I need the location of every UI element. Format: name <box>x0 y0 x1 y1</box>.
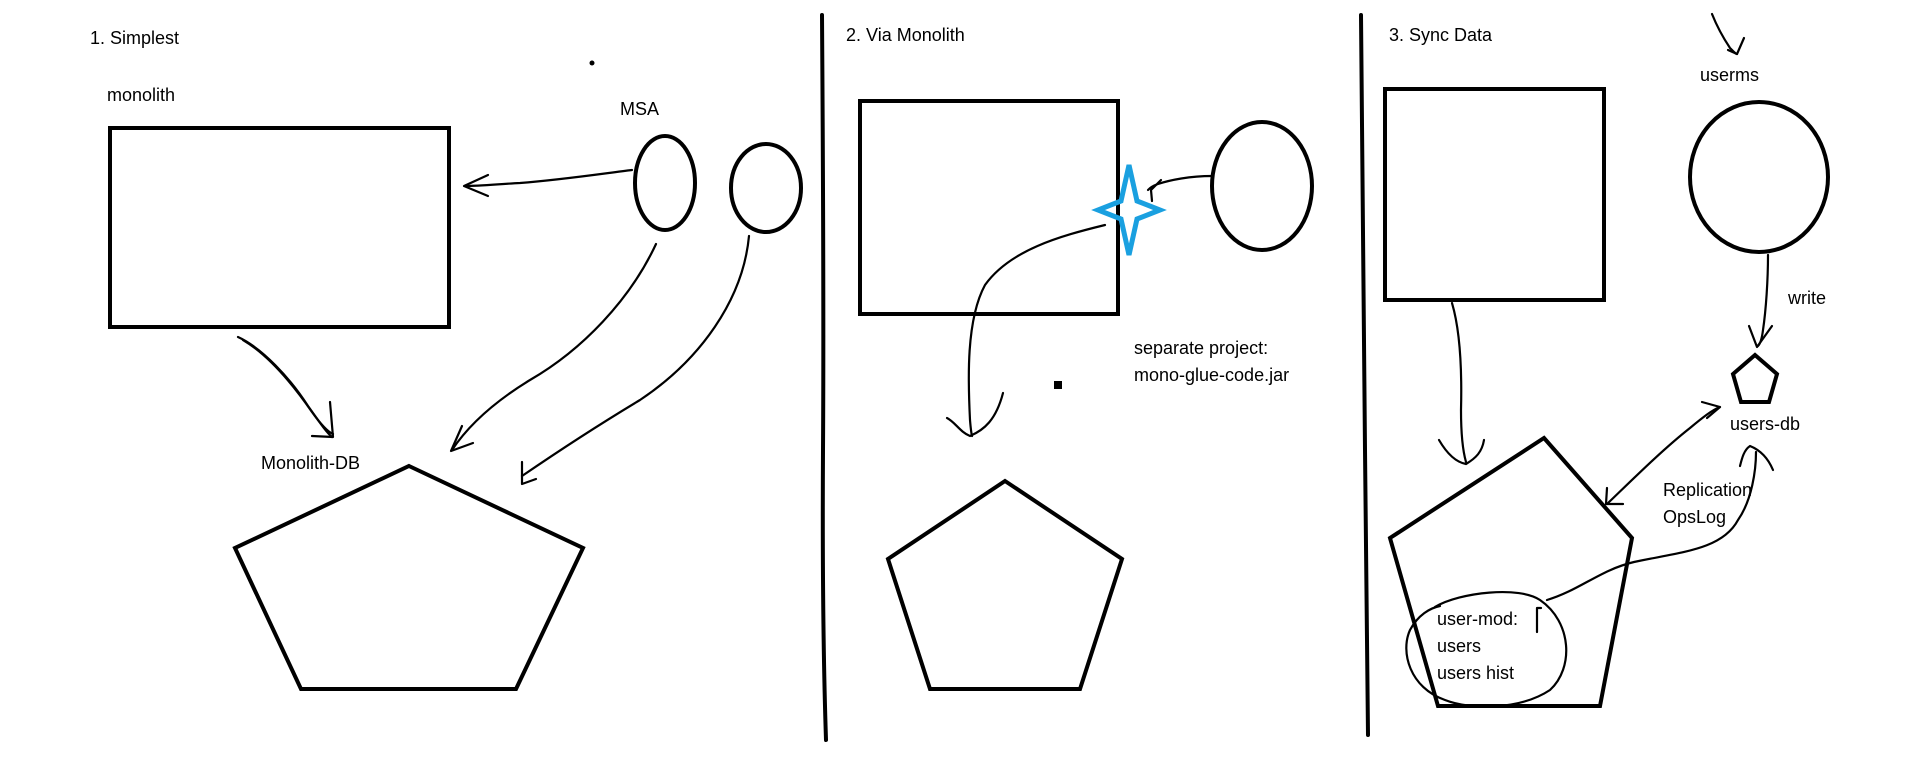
arrowhead <box>1726 36 1746 56</box>
monolith-db-pentagon <box>1387 435 1635 708</box>
incoming-arrow <box>1710 12 1739 56</box>
monolith-box <box>1383 87 1606 302</box>
glue-to-db-arrow <box>967 223 1107 438</box>
section-simplest: 1. Simplest monolith MSA Monolith-DB <box>90 28 803 691</box>
opslog-arrow <box>1545 450 1758 602</box>
section-title: 1. Simplest <box>90 28 179 48</box>
arrowhead <box>310 400 335 439</box>
section-via-monolith: 2. Via Monolith separate project: mono-g… <box>846 25 1314 691</box>
glue-note-line-2: mono-glue-code.jar <box>1134 365 1289 385</box>
monolith-db-label: Monolith-DB <box>261 453 360 473</box>
arrowhead <box>1604 486 1625 506</box>
section-title: 2. Via Monolith <box>846 25 965 45</box>
monolith-to-db-arrow <box>1450 301 1468 464</box>
monolith-db-pentagon <box>885 478 1125 691</box>
monolith-to-db-arrow <box>236 335 334 439</box>
users-db-label: users-db <box>1730 414 1800 434</box>
arrowhead <box>1149 178 1163 203</box>
monolith-box <box>108 126 451 329</box>
user-mod-label-line-3: users hist <box>1437 663 1514 683</box>
msa-service-1-circle <box>633 134 697 232</box>
stray-dot <box>589 60 595 66</box>
monolith-db-pentagon <box>232 463 586 691</box>
section-title: 3. Sync Data <box>1389 25 1493 45</box>
glue-note-line-1: separate project: <box>1134 338 1268 358</box>
monolith-box <box>858 99 1120 316</box>
monolith-to-db-arrow-scribble <box>241 338 335 436</box>
stray-mark <box>1054 381 1062 389</box>
section-divider-2 <box>1359 13 1370 737</box>
arrowhead <box>1700 400 1722 420</box>
replication-label-line-2: OpsLog <box>1663 507 1726 527</box>
arrowhead <box>1747 324 1774 349</box>
service-circle <box>1210 120 1314 252</box>
write-label: write <box>1787 288 1826 308</box>
msa-to-monolith-arrow <box>463 168 634 188</box>
tick-mark <box>1535 606 1543 634</box>
replication-label-line-1: Replication <box>1663 480 1752 500</box>
userms-circle <box>1688 100 1830 254</box>
section-divider-1 <box>820 13 828 742</box>
users-db-pentagon <box>1730 352 1780 404</box>
replication-arrow <box>1605 405 1722 506</box>
arrowhead <box>520 460 538 486</box>
monolith-label: monolith <box>107 85 175 105</box>
msa-service-2-circle <box>729 142 803 234</box>
user-mod-label-line-2: users <box>1437 636 1481 656</box>
user-mod-label-line-1: user-mod: <box>1437 609 1518 629</box>
msa-label: MSA <box>620 99 659 119</box>
msa1-to-db-arrow <box>450 242 658 452</box>
arrowhead <box>1738 444 1775 472</box>
msa2-to-db-arrow <box>520 234 751 478</box>
glue-code-star-icon <box>1091 164 1167 256</box>
userms-label: userms <box>1700 65 1759 85</box>
arrowhead <box>945 391 1005 438</box>
section-sync-data: 3. Sync Data userms write users-db Repli… <box>1383 12 1830 708</box>
user-mod-lasso <box>1405 591 1568 708</box>
arrowhead <box>449 424 475 453</box>
arrowhead <box>1437 438 1486 466</box>
arrowhead <box>462 173 490 198</box>
